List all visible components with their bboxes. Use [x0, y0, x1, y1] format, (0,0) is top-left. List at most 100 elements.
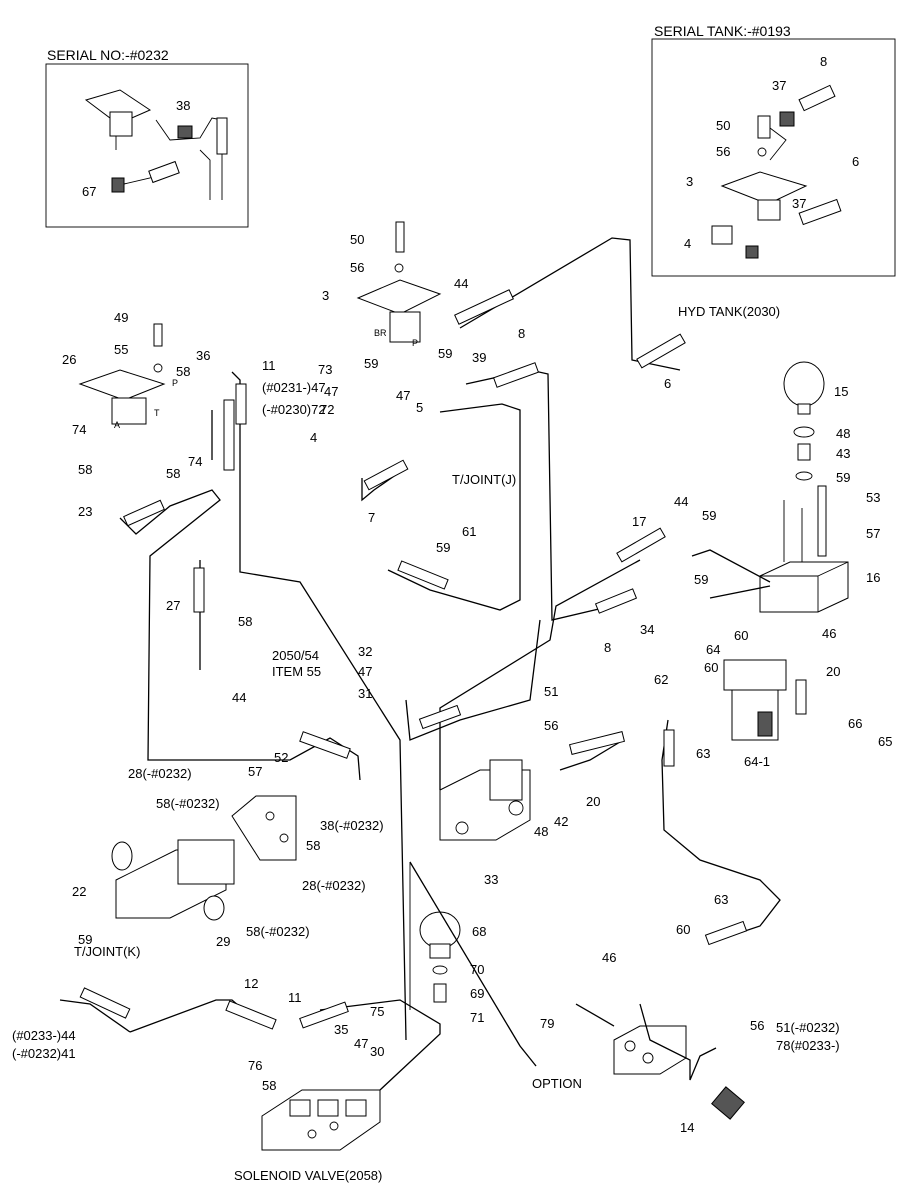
part-label: 6 — [664, 376, 671, 391]
part-label: 15 — [834, 384, 848, 399]
inset-right-bracket — [711, 84, 842, 259]
port-letter: R — [380, 328, 387, 338]
part-label: 76 — [248, 1058, 262, 1073]
part-label: 16 — [866, 570, 880, 585]
part-label: 30 — [370, 1044, 384, 1059]
part-label: 59 — [78, 932, 92, 947]
filter-64 — [723, 659, 787, 741]
part-label: 5 — [416, 400, 423, 415]
part-label: 60 — [704, 660, 718, 675]
part-label: 35 — [334, 1022, 348, 1037]
part-label: 52 — [274, 750, 288, 765]
block-79 — [613, 1025, 745, 1120]
part-label: 43 — [836, 446, 850, 461]
part-label: 8 — [604, 640, 611, 655]
hose-lines — [59, 237, 781, 1091]
valve-33 — [439, 759, 531, 841]
main-bracket-left — [78, 323, 166, 425]
part-label: 28(-#0232) — [128, 766, 192, 781]
part-label: 65 — [878, 734, 892, 749]
part-label: 57 — [248, 764, 262, 779]
part-label: 7 — [368, 510, 375, 525]
accumulator-15 — [783, 361, 825, 481]
part-label: 4 — [310, 430, 317, 445]
part-label: (-#0232)41 — [12, 1046, 76, 1061]
part-label: 36 — [196, 348, 210, 363]
part-label: 6 — [852, 154, 859, 169]
solenoid-22 — [111, 839, 235, 921]
part-label: 68 — [472, 924, 486, 939]
part-label: 28(-#0232) — [302, 878, 366, 893]
part-label: 64 — [706, 642, 720, 657]
part-label: 56 — [350, 260, 364, 275]
part-label: 57 — [866, 526, 880, 541]
part-label: 56 — [544, 718, 558, 733]
part-label: 67 — [82, 184, 96, 199]
part-label: 44 — [454, 276, 468, 291]
part-label: 59 — [438, 346, 452, 361]
part-label: 72 — [320, 402, 334, 417]
part-label: 60 — [676, 922, 690, 937]
part-label: 33 — [484, 872, 498, 887]
part-label: 59 — [694, 572, 708, 587]
port-letter: T — [154, 408, 160, 418]
port-letter: B — [374, 328, 380, 338]
part-label: 38(-#0232) — [320, 818, 384, 833]
callout-item-2050: 2050/54 — [272, 648, 319, 663]
part-label: (#0231-)47 — [262, 380, 326, 395]
part-label: 58 — [306, 838, 320, 853]
part-label: 61 — [462, 524, 476, 539]
part-label: 8 — [518, 326, 525, 341]
port-letter: P — [412, 338, 418, 348]
part-label: 60 — [734, 628, 748, 643]
part-label: 29 — [216, 934, 230, 949]
part-label: 69 — [470, 986, 484, 1001]
hose-bodies — [79, 289, 807, 1030]
part-label: 48 — [534, 824, 548, 839]
part-label: 59 — [364, 356, 378, 371]
part-label: 20 — [586, 794, 600, 809]
part-label: 11 — [288, 990, 302, 1005]
serial-header-right: SERIAL TANK:-#0193 — [654, 23, 791, 39]
part-label: 50 — [350, 232, 364, 247]
part-label: 78(#0233-) — [776, 1038, 840, 1053]
part-label: 14 — [680, 1120, 694, 1135]
part-label: 39 — [472, 350, 486, 365]
part-label: 58 — [238, 614, 252, 629]
accumulator-68 — [419, 911, 461, 1003]
part-label: 64-1 — [744, 754, 770, 769]
part-label: (#0233-)44 — [12, 1028, 76, 1043]
part-label: 59 — [836, 470, 850, 485]
part-label: 3 — [686, 174, 693, 189]
part-label: 71 — [470, 1010, 484, 1025]
part-label: 37 — [792, 196, 806, 211]
part-label: 59 — [436, 540, 450, 555]
part-label: 50 — [716, 118, 730, 133]
option-leader — [409, 861, 537, 1067]
part-label: 20 — [826, 664, 840, 679]
part-label: 17 — [632, 514, 646, 529]
part-label: 47 — [354, 1036, 368, 1051]
serial-header-left: SERIAL NO:-#0232 — [47, 47, 169, 63]
part-label: 38 — [176, 98, 190, 113]
part-label: 8 — [820, 54, 827, 69]
part-label: 63 — [696, 746, 710, 761]
part-label: 55 — [114, 342, 128, 357]
part-label: 70 — [470, 962, 484, 977]
part-label: 58 — [176, 364, 190, 379]
part-label: 56 — [716, 144, 730, 159]
part-label: 12 — [244, 976, 258, 991]
part-label: 27 — [166, 598, 180, 613]
callout-solenoid: SOLENOID VALVE(2058) — [234, 1168, 382, 1183]
part-label: 37 — [772, 78, 786, 93]
part-labels: 38 67 8 37 50 56 3 6 37 4 50 56 3 44 49 … — [12, 54, 892, 1135]
part-label: 44 — [674, 494, 688, 509]
part-label: 31 — [358, 686, 372, 701]
bracket-29 — [231, 795, 297, 861]
port-letter: P — [172, 378, 178, 388]
part-label: 59 — [702, 508, 716, 523]
part-label: 58(-#0232) — [246, 924, 310, 939]
part-label: 53 — [866, 490, 880, 505]
